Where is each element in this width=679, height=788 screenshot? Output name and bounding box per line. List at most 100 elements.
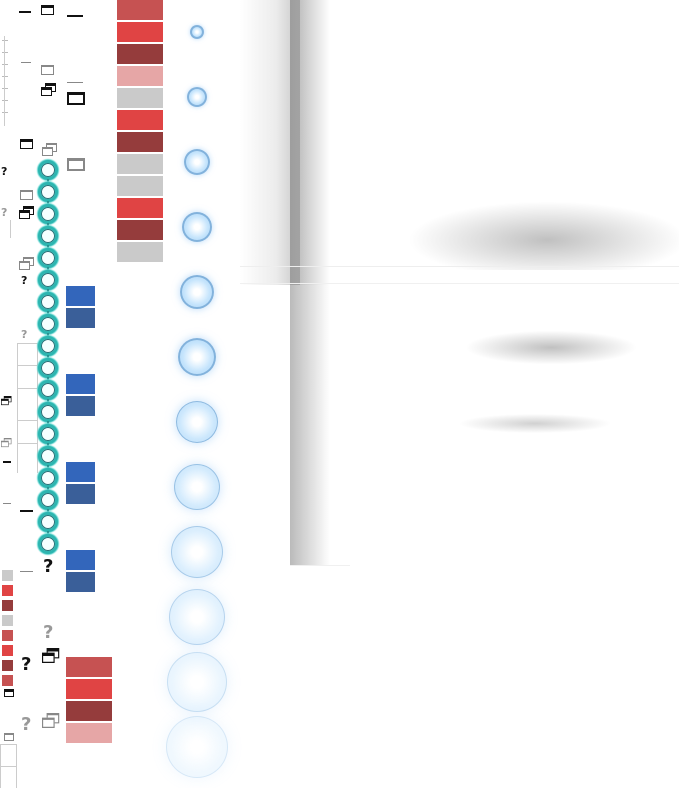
ring-link: [47, 377, 49, 382]
help-icon[interactable]: ?: [43, 622, 54, 643]
restore-icon[interactable]: [1, 396, 12, 406]
glow-circle: [184, 149, 210, 175]
color-swatch: [117, 220, 163, 240]
ring-link: [47, 355, 49, 360]
restore-icon[interactable]: [19, 257, 35, 271]
glow-circle: [187, 87, 207, 107]
dash-rail: [4, 36, 5, 126]
maximize-icon[interactable]: [41, 5, 54, 15]
help-icon[interactable]: ?: [1, 206, 8, 219]
color-swatch: [2, 630, 13, 641]
frame-edge: [0, 766, 16, 767]
color-swatch: [66, 286, 95, 306]
help-icon[interactable]: ?: [21, 328, 28, 341]
maximize-icon[interactable]: [20, 190, 33, 200]
maximize-icon[interactable]: [20, 139, 33, 149]
maximize-icon[interactable]: [67, 92, 85, 105]
restore-icon[interactable]: [41, 83, 57, 97]
color-swatch: [66, 657, 112, 677]
dash-tick: [2, 88, 8, 89]
restore-icon[interactable]: [42, 143, 58, 157]
restore-icon[interactable]: [42, 713, 60, 729]
dash-tick: [2, 112, 8, 113]
ring-icon: [38, 226, 58, 246]
color-swatch: [66, 572, 95, 592]
frame-edge: [17, 365, 37, 366]
maximize-icon[interactable]: [4, 733, 14, 741]
color-swatch: [2, 675, 13, 686]
help-icon[interactable]: ?: [21, 274, 28, 287]
shadow-divider: [240, 266, 679, 267]
frame-edge: [17, 420, 37, 421]
ring-link: [47, 509, 49, 514]
ring-icon: [38, 292, 58, 312]
color-swatch: [2, 645, 13, 656]
color-swatch: [117, 154, 163, 174]
help-icon[interactable]: ?: [21, 714, 32, 735]
color-swatch: [66, 679, 112, 699]
ring-link: [47, 245, 49, 250]
frame-edge: [17, 388, 37, 389]
help-icon[interactable]: ?: [43, 556, 54, 577]
frame-edge: [17, 343, 18, 473]
ring-icon: [38, 380, 58, 400]
maximize-icon[interactable]: [4, 689, 14, 697]
ring-link: [47, 201, 49, 206]
glow-circle: [190, 25, 204, 39]
dash-tick: [2, 76, 8, 77]
ring-icon: [38, 490, 58, 510]
maximize-icon[interactable]: [67, 158, 85, 171]
color-swatch: [66, 396, 95, 416]
minimize-icon[interactable]: [21, 62, 31, 63]
ring-link: [47, 465, 49, 470]
minimize-icon[interactable]: [20, 571, 33, 572]
color-swatch: [2, 615, 13, 626]
glow-circle: [174, 464, 220, 510]
frame-edge: [37, 343, 38, 473]
help-icon[interactable]: ?: [21, 654, 32, 675]
color-swatch: [66, 484, 95, 504]
glow-circle: [166, 716, 228, 778]
frame-edge: [16, 744, 17, 788]
color-swatch: [117, 110, 163, 130]
ring-icon: [38, 270, 58, 290]
minimize-icon[interactable]: [3, 503, 11, 504]
dash-tick: [2, 64, 8, 65]
ring-link: [47, 267, 49, 272]
dash-tick: [2, 100, 8, 101]
ring-icon: [38, 446, 58, 466]
ring-icon: [38, 314, 58, 334]
maximize-icon[interactable]: [41, 65, 54, 75]
minimize-icon[interactable]: [67, 82, 83, 83]
shadow-divider: [240, 283, 679, 284]
ring-icon: [38, 358, 58, 378]
minimize-icon[interactable]: [3, 461, 11, 463]
color-swatch: [2, 600, 13, 611]
glow-circle: [167, 652, 227, 712]
restore-icon[interactable]: [19, 206, 35, 220]
restore-icon[interactable]: [42, 648, 60, 664]
color-swatch: [66, 723, 112, 743]
color-swatch: [66, 308, 95, 328]
color-swatch: [66, 374, 95, 394]
minimize-icon[interactable]: [67, 15, 83, 17]
ring-link: [47, 311, 49, 316]
color-swatch: [117, 44, 163, 64]
dash-tick: [2, 52, 8, 53]
ring-icon: [38, 534, 58, 554]
color-swatch: [66, 462, 95, 482]
minimize-icon[interactable]: [20, 510, 33, 512]
shadow-vertical-band: [290, 285, 340, 565]
ring-icon: [38, 424, 58, 444]
ring-link: [47, 531, 49, 536]
restore-icon[interactable]: [1, 438, 12, 448]
ring-icon: [38, 204, 58, 224]
ring-icon: [38, 512, 58, 532]
help-icon[interactable]: ?: [1, 165, 8, 178]
ring-link: [47, 421, 49, 426]
minimize-icon[interactable]: [19, 11, 31, 13]
ring-link: [47, 333, 49, 338]
ring-link: [47, 223, 49, 228]
color-swatch: [2, 585, 13, 596]
